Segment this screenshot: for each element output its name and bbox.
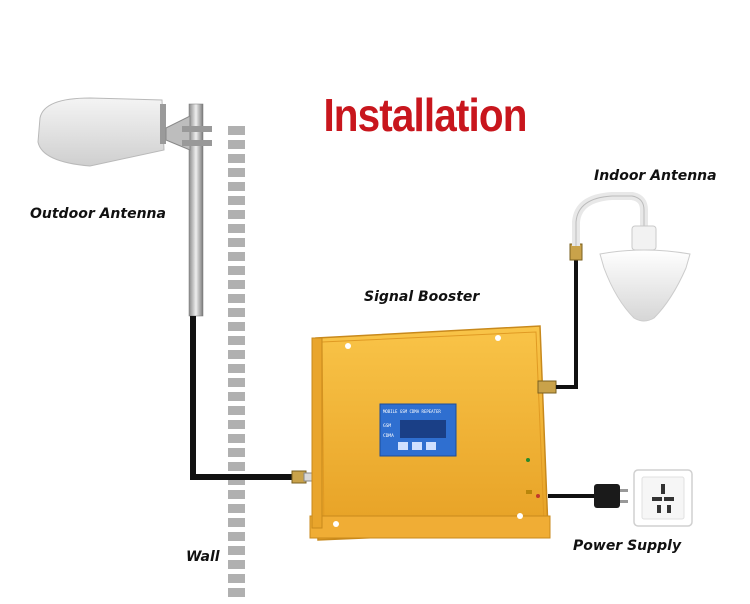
lcd-header: MOBILE GSM CDMA REPEATER <box>383 409 441 414</box>
indoor-antenna-icon <box>599 225 691 322</box>
indoor-cable <box>556 248 578 389</box>
lcd-band-2: CDMA <box>383 433 394 439</box>
antenna-pole <box>188 103 204 317</box>
diagram-title: Installation <box>323 89 527 141</box>
label-outdoor-antenna: Outdoor Antenna <box>30 206 166 222</box>
wall <box>228 122 245 600</box>
label-signal-booster: Signal Booster <box>364 289 480 305</box>
outdoor-antenna-icon <box>37 97 212 167</box>
label-indoor-antenna: Indoor Antenna <box>594 168 717 184</box>
booster-input-connector <box>291 470 313 484</box>
label-power-supply: Power Supply <box>573 538 682 554</box>
status-led <box>526 458 530 462</box>
signal-booster-device: MOBILE GSM CDMA REPEATER GSM CDMA <box>309 325 551 541</box>
power-led <box>536 494 540 498</box>
wall-socket-icon <box>633 469 693 527</box>
lcd-band-1: GSM <box>383 423 391 429</box>
power-adapter-icon <box>594 484 628 508</box>
outdoor-cable <box>190 316 294 480</box>
label-wall: Wall <box>186 549 220 565</box>
booster-output-connector <box>537 380 557 394</box>
